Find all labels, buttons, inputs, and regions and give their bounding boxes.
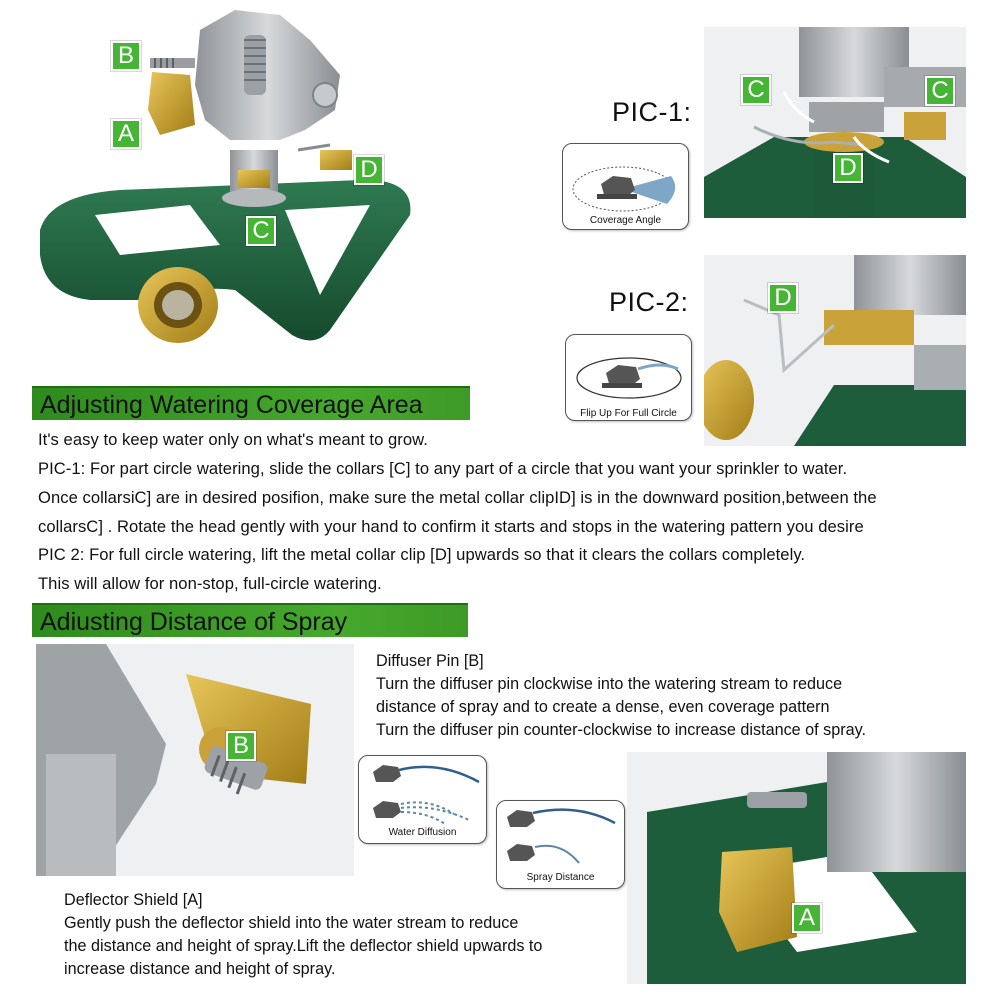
main-sprinkler-photo <box>30 0 470 380</box>
label-d-badge: D <box>354 155 384 185</box>
flip-up-card: Flip Up For Full Circle <box>565 334 692 421</box>
pic1-label: PIC-1: <box>612 97 692 127</box>
diffuser-line-1: Turn the diffuser pin clockwise into the… <box>376 675 843 693</box>
diffuser-heading: Diffuser Pin [B] <box>376 652 484 670</box>
coverage-line-3: Once collarsiC] are in desired posifion,… <box>38 488 877 507</box>
diffuser-line-2: distance of spray and to create a dense,… <box>376 698 830 716</box>
spray-distance-caption: Spray Distance <box>526 872 595 883</box>
pic2-label-d-badge: D <box>768 283 798 313</box>
deflector-line-1: Gently push the deflector shield into th… <box>64 914 519 932</box>
deflector-line-3: increase distance and height of spray. <box>64 960 336 978</box>
deflector-heading: Deflector Shield [A] <box>64 891 203 909</box>
pic2-photo <box>704 255 966 446</box>
coverage-angle-caption: Coverage Angle <box>589 215 662 226</box>
coverage-line-2: PIC-1: For part circle watering, slide t… <box>38 459 848 478</box>
coverage-line-4: collarsC] . Rotate the head gently with … <box>38 517 864 536</box>
water-diffusion-card: Water Diffusion <box>358 755 487 844</box>
deflector-shield-photo <box>627 752 966 984</box>
diffuser-label-b-badge: B <box>226 731 256 761</box>
coverage-angle-card: Coverage Angle <box>562 143 689 230</box>
pic1-label-c-left-badge: C <box>741 75 771 105</box>
deflector-line-2: the distance and height of spray.Lift th… <box>64 937 543 955</box>
diffuser-line-3: Turn the diffuser pin counter-clockwise … <box>376 721 867 739</box>
pic1-photo <box>704 27 966 218</box>
label-a-badge: A <box>111 119 141 149</box>
water-diffusion-caption: Water Diffusion <box>388 827 457 838</box>
diffuser-pin-photo <box>36 644 354 876</box>
pic1-label-c-right-badge: C <box>925 76 955 106</box>
pic2-label: PIC-2: <box>609 287 689 317</box>
coverage-line-6: This will allow for non-stop, full-circl… <box>38 574 382 593</box>
spray-distance-card: Spray Distance <box>496 800 625 889</box>
coverage-line-5: PIC 2: For full circle watering, lift th… <box>38 545 806 564</box>
deflector-label-a-badge: A <box>792 903 822 933</box>
label-b-badge: B <box>111 41 141 71</box>
flip-up-caption: Flip Up For Full Circle <box>580 408 677 419</box>
label-c-badge: C <box>246 216 276 246</box>
coverage-section-header: Adjusting Watering Coverage Area <box>32 386 470 420</box>
distance-section-header: Adiusting Distance of Spray <box>32 603 468 637</box>
coverage-line-1: It's easy to keep water only on what's m… <box>38 430 428 449</box>
pic1-label-d-badge: D <box>833 153 863 183</box>
